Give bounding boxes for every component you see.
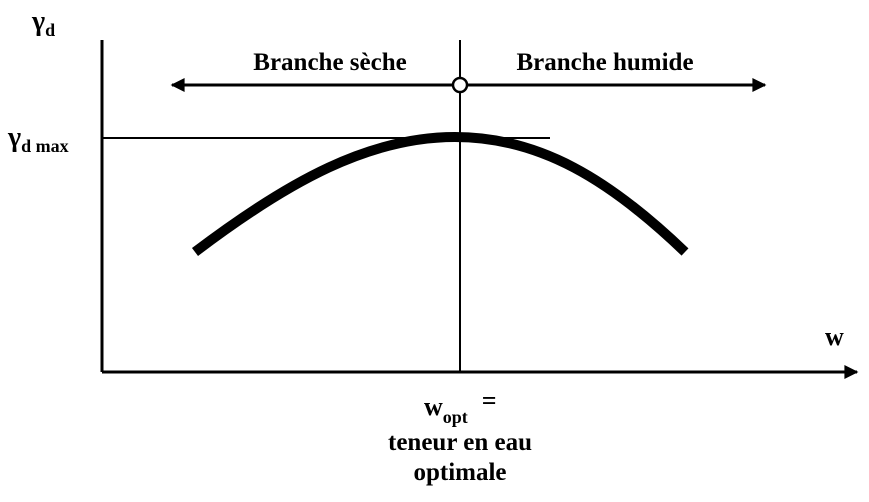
optimum-caption-line1: teneur en eau xyxy=(388,429,532,456)
ymax-label: γd max xyxy=(7,122,69,156)
dry-branch-label: Branche sèche xyxy=(253,49,406,76)
optimum-caption-line2: optimale xyxy=(413,459,506,486)
optimum-point xyxy=(451,76,469,94)
wet-branch-label: Branche humide xyxy=(516,49,693,76)
compaction-curve xyxy=(191,131,689,256)
x-axis-label: w xyxy=(825,322,844,351)
optimum-symbol: wopt= xyxy=(424,386,497,427)
y-axis-label: γd xyxy=(31,6,55,40)
